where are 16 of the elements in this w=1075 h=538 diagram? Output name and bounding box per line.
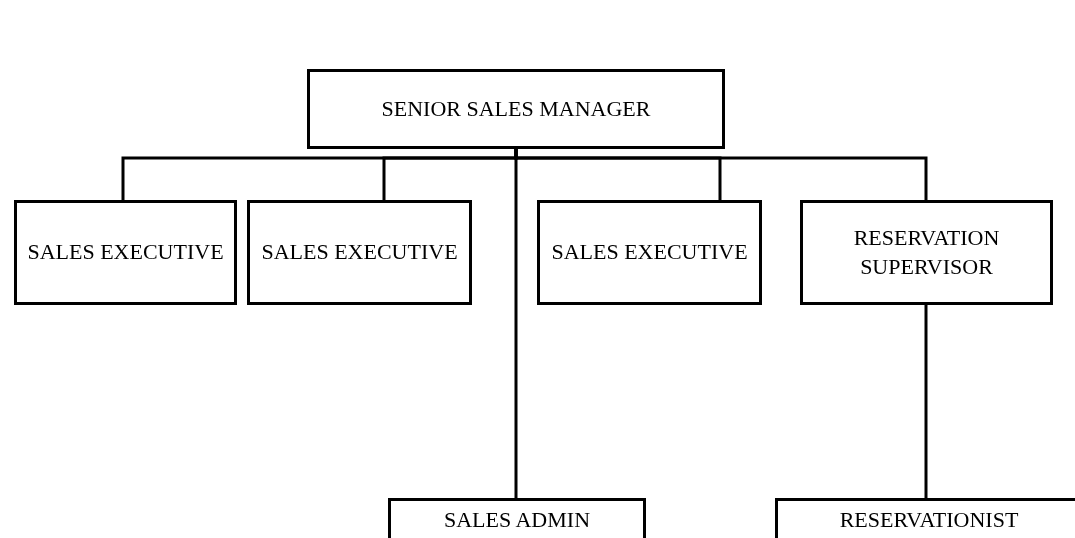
- role-box: [537, 200, 762, 305]
- role-box: [388, 498, 646, 538]
- role-box: [14, 200, 237, 305]
- role-box: [775, 498, 1075, 538]
- role-title: RESERVATION SUPERVISOR: [852, 223, 1001, 281]
- role-box: [247, 200, 472, 305]
- role-title: RESERVATIONIST: [839, 506, 1019, 535]
- role-title: SALES ADMIN: [443, 506, 591, 535]
- role-title: SALES EXECUTIVE: [261, 238, 458, 267]
- connector-line: [924, 303, 928, 498]
- connector-line: [514, 147, 518, 498]
- role-title: SALES EXECUTIVE: [27, 238, 224, 267]
- role-title: SALES EXECUTIVE: [551, 238, 748, 267]
- role-box: [800, 200, 1053, 305]
- role-box: [307, 69, 725, 149]
- role-title: SENIOR SALES MANAGER: [381, 94, 651, 123]
